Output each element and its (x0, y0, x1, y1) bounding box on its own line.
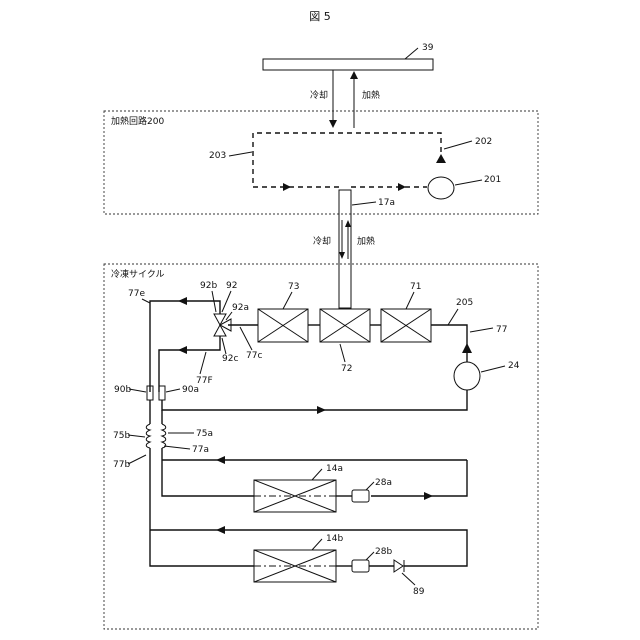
leader-77e (142, 299, 150, 303)
figure-title: 図 5 (309, 10, 331, 23)
cooling-label-top: 冷却 (310, 89, 328, 101)
label-90b: 90b (114, 385, 131, 395)
leader-17a (352, 202, 376, 205)
leader-75b (128, 435, 145, 437)
label-92: 92 (226, 281, 237, 291)
label-28a: 28a (375, 478, 392, 488)
leader-77f (200, 352, 206, 374)
evaporator-14b (254, 550, 336, 582)
leader-14b (312, 539, 322, 550)
leader-77a (164, 446, 190, 449)
label-39: 39 (422, 43, 434, 53)
label-205: 205 (456, 298, 473, 308)
arrow-14a-return (216, 456, 225, 464)
leader-89 (402, 573, 415, 585)
label-92c: 92c (222, 354, 238, 364)
heating-loop-arrow-right (398, 183, 406, 191)
heating-loop-arrow-up (436, 154, 446, 163)
coil-75b (146, 424, 150, 448)
plate-39 (263, 59, 433, 70)
leader-71 (406, 292, 414, 309)
hx-72 (320, 309, 370, 342)
leader-77b (128, 455, 146, 464)
arrow-return-right (317, 406, 326, 414)
leader-77 (470, 328, 493, 332)
heating-arrowhead-mid (345, 220, 351, 227)
heating-loop-upper (253, 133, 441, 187)
leader-73 (283, 292, 292, 309)
label-77a: 77a (192, 445, 209, 455)
cooling-arrowhead-mid (339, 252, 345, 259)
cooling-label-mid: 冷却 (313, 235, 331, 247)
refrigeration-cycle-label: 冷凍サイクル (111, 268, 165, 280)
pipe-90a (159, 386, 165, 400)
leader-24 (481, 366, 505, 372)
pipe-to-14b (150, 448, 254, 566)
expansion-28a (352, 490, 369, 502)
coil-75a (162, 424, 166, 448)
leader-72 (340, 344, 345, 362)
leader-77c (240, 327, 252, 350)
leader-39 (405, 48, 418, 59)
label-72: 72 (341, 364, 352, 374)
label-92a: 92a (232, 303, 249, 313)
leader-28a (366, 482, 374, 490)
label-203: 203 (209, 151, 226, 161)
cooling-arrowhead-top (329, 120, 337, 128)
arrow-77e (178, 297, 187, 305)
heating-loop-arrow-left (283, 183, 291, 191)
leader-92 (222, 291, 231, 312)
hx-71 (381, 309, 431, 342)
label-89: 89 (413, 587, 425, 597)
heating-circuit-box (104, 111, 538, 214)
arrow-14a-out (424, 492, 433, 500)
compressor-24 (454, 362, 480, 390)
expansion-28b (352, 560, 369, 572)
label-28b: 28b (375, 547, 392, 557)
label-77b: 77b (113, 460, 130, 470)
hc-pump-201 (428, 177, 454, 199)
arrow-to-71 (462, 343, 472, 353)
evaporator-14a (254, 480, 336, 512)
leader-92c (222, 338, 226, 354)
leader-28b (366, 552, 374, 560)
label-201: 201 (484, 175, 501, 185)
leader-202 (444, 141, 472, 149)
check-valve-89 (394, 560, 404, 572)
pipe-71-to-compressor (431, 325, 467, 362)
leader-203 (229, 152, 252, 156)
label-71: 71 (410, 282, 421, 292)
leader-90a (166, 389, 180, 392)
label-14b: 14b (326, 534, 343, 544)
hx-73 (258, 309, 308, 342)
leader-201 (455, 180, 482, 185)
plate-17a (339, 190, 351, 308)
heating-label-top: 加熱 (362, 89, 380, 101)
label-75b: 75b (113, 431, 130, 441)
label-24: 24 (508, 361, 520, 371)
arrow-14b-return (216, 526, 225, 534)
leader-205 (448, 309, 458, 325)
label-77e: 77e (128, 289, 145, 299)
label-17a: 17a (378, 198, 395, 208)
heating-circuit-label: 加熱回路200 (111, 115, 164, 127)
arrow-77f (178, 346, 187, 354)
leader-14a (312, 469, 322, 480)
pipe-to-14a (162, 448, 254, 496)
heating-arrowhead-top (350, 71, 358, 79)
label-77c: 77c (246, 351, 262, 361)
pipe-compressor-return (162, 390, 467, 410)
label-92b: 92b (200, 281, 217, 291)
label-77: 77 (496, 325, 507, 335)
label-75a: 75a (196, 429, 213, 439)
label-202: 202 (475, 137, 492, 147)
label-90a: 90a (182, 385, 199, 395)
label-14a: 14a (326, 464, 343, 474)
label-73: 73 (288, 282, 299, 292)
leader-90b (129, 389, 146, 392)
heating-label-mid: 加熱 (357, 235, 375, 247)
